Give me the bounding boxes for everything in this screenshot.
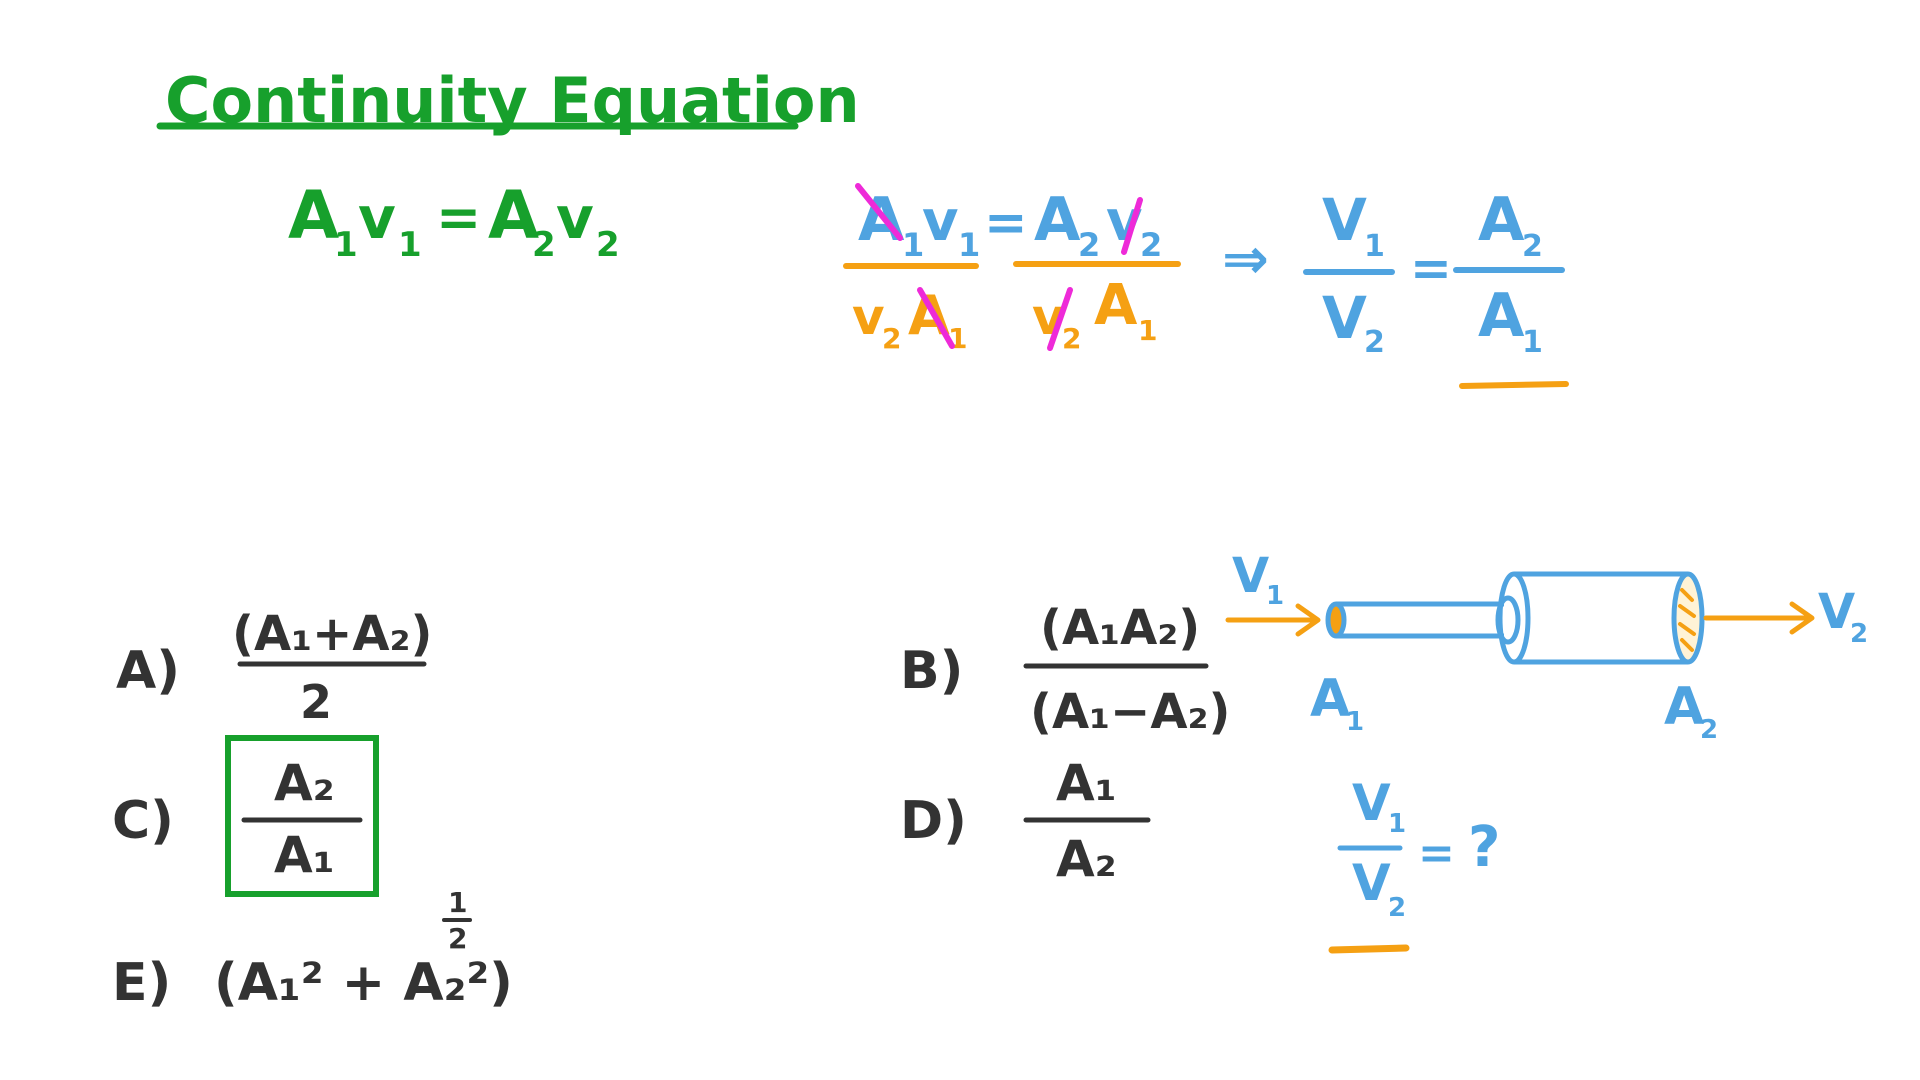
option-d-denominator: A₂ [1056,830,1117,888]
eq-equals: = [436,186,481,249]
ratio-equals: = [1410,239,1452,297]
option-c-numerator: A₂ [274,754,335,812]
wide-pipe-end-hatch [1678,588,1696,652]
q-v2-sub: 2 [1388,893,1406,923]
answer-options: A) (A₁+A₂) 2 B) (A₁A₂) (A₁−A₂) C) A₂ A₁ … [112,600,1230,1013]
ratio-v1-sub: 1 [1364,229,1385,264]
ratio-a1: A [1478,281,1525,351]
pipe-diagram: V 1 V 2 A 1 A 2 [1225,548,1868,745]
pipe-a2-label: A [1664,677,1704,737]
deriv-a2: A [1034,185,1081,255]
deriv-den-v2: v [852,288,885,346]
option-d-numerator: A₁ [1056,754,1117,812]
pipe-a1-sub: 1 [1346,707,1364,737]
eq-v1: v [358,184,396,252]
option-b[interactable]: B) (A₁A₂) (A₁−A₂) [900,600,1230,740]
eq-a1-sub: 1 [334,225,358,265]
deriv-implies: ⇒ [1222,227,1269,292]
option-c-selected-box [225,735,379,897]
option-e-exponent-num: 1 [448,886,467,919]
inflow-arrowhead [1295,603,1321,637]
eq-a2: A [488,177,539,254]
deriv-a2-sub: 2 [1078,226,1100,264]
main-equation: A 1 v 1 = A 2 v 2 [288,177,620,265]
deriv-a1-sub: 1 [902,226,924,264]
option-c-letter: C) [112,791,174,851]
option-e-exponent-den: 2 [448,922,467,955]
option-e[interactable]: E) (A₁² + A₂²) 1 2 [112,886,513,1013]
outflow-arrowhead [1789,601,1815,635]
pipe-v1-sub: 1 [1266,581,1284,611]
pipe-a1-label: A [1310,669,1350,729]
ratio-v1: V [1322,186,1367,254]
deriv-v2-sub: 2 [1140,226,1162,264]
derivation: A 1 v 1 = A 2 v 2 v 2 A 1 v 2 A 1 ⇒ V 1 [843,183,1569,389]
option-e-expression: (A₁² + A₂²) [214,953,513,1013]
pipe-v2-label: V [1818,584,1855,640]
eq-a1: A [288,177,339,254]
deriv-v1: v [922,189,959,254]
option-d-letter: D) [900,791,967,851]
ratio-a2: A [1478,185,1525,255]
q-question-mark: ? [1468,815,1500,880]
pipe-a2-sub: 2 [1700,715,1718,745]
q-v1-sub: 1 [1388,809,1406,839]
ratio-a1-sub: 1 [1522,325,1543,360]
option-e-letter: E) [112,953,171,1013]
q-equals: = [1418,828,1455,879]
q-underline [1328,944,1410,954]
pipe-v2-sub: 2 [1850,619,1868,649]
deriv-den-a1: A [908,284,950,347]
option-a-denominator: 2 [300,675,332,729]
eq-v2: v [556,184,594,252]
deriv-den-v2-sub: 2 [882,322,901,355]
answer-underline-top [1459,381,1569,389]
option-a-letter: A) [116,641,180,701]
deriv-equals: = [984,193,1028,253]
eq-v2-sub: 2 [596,225,620,265]
deriv-den2-a1-sub: 1 [1138,314,1157,347]
deriv-v1-sub: 1 [958,226,980,264]
option-c-denominator: A₁ [274,826,335,884]
option-b-numerator: (A₁A₂) [1040,600,1200,656]
option-a-numerator: (A₁+A₂) [232,606,432,662]
option-d[interactable]: D) A₁ A₂ [900,754,1151,888]
q-v2: V [1352,854,1391,912]
narrow-pipe-end [1325,601,1347,639]
wide-pipe-start [1497,571,1531,665]
ratio-a2-sub: 2 [1522,229,1543,264]
eq-a2-sub: 2 [532,225,556,265]
q-v1: V [1352,774,1391,832]
ratio-v2: V [1322,284,1367,352]
question-ratio: V 1 V 2 = ? [1328,774,1500,954]
option-a[interactable]: A) (A₁+A₂) 2 [116,606,432,729]
deriv-den2-a1: A [1094,273,1138,338]
option-c[interactable]: C) A₂ A₁ [112,735,379,897]
option-b-denominator: (A₁−A₂) [1030,684,1230,740]
deriv-den2-v2-sub: 2 [1062,322,1081,355]
cancel-marks [855,183,1143,351]
ratio-v2-sub: 2 [1364,325,1385,360]
option-b-letter: B) [900,641,963,701]
title-block: Continuity Equation [156,64,860,137]
eq-v1-sub: 1 [398,225,422,265]
pipe-v1-label: V [1232,548,1269,604]
